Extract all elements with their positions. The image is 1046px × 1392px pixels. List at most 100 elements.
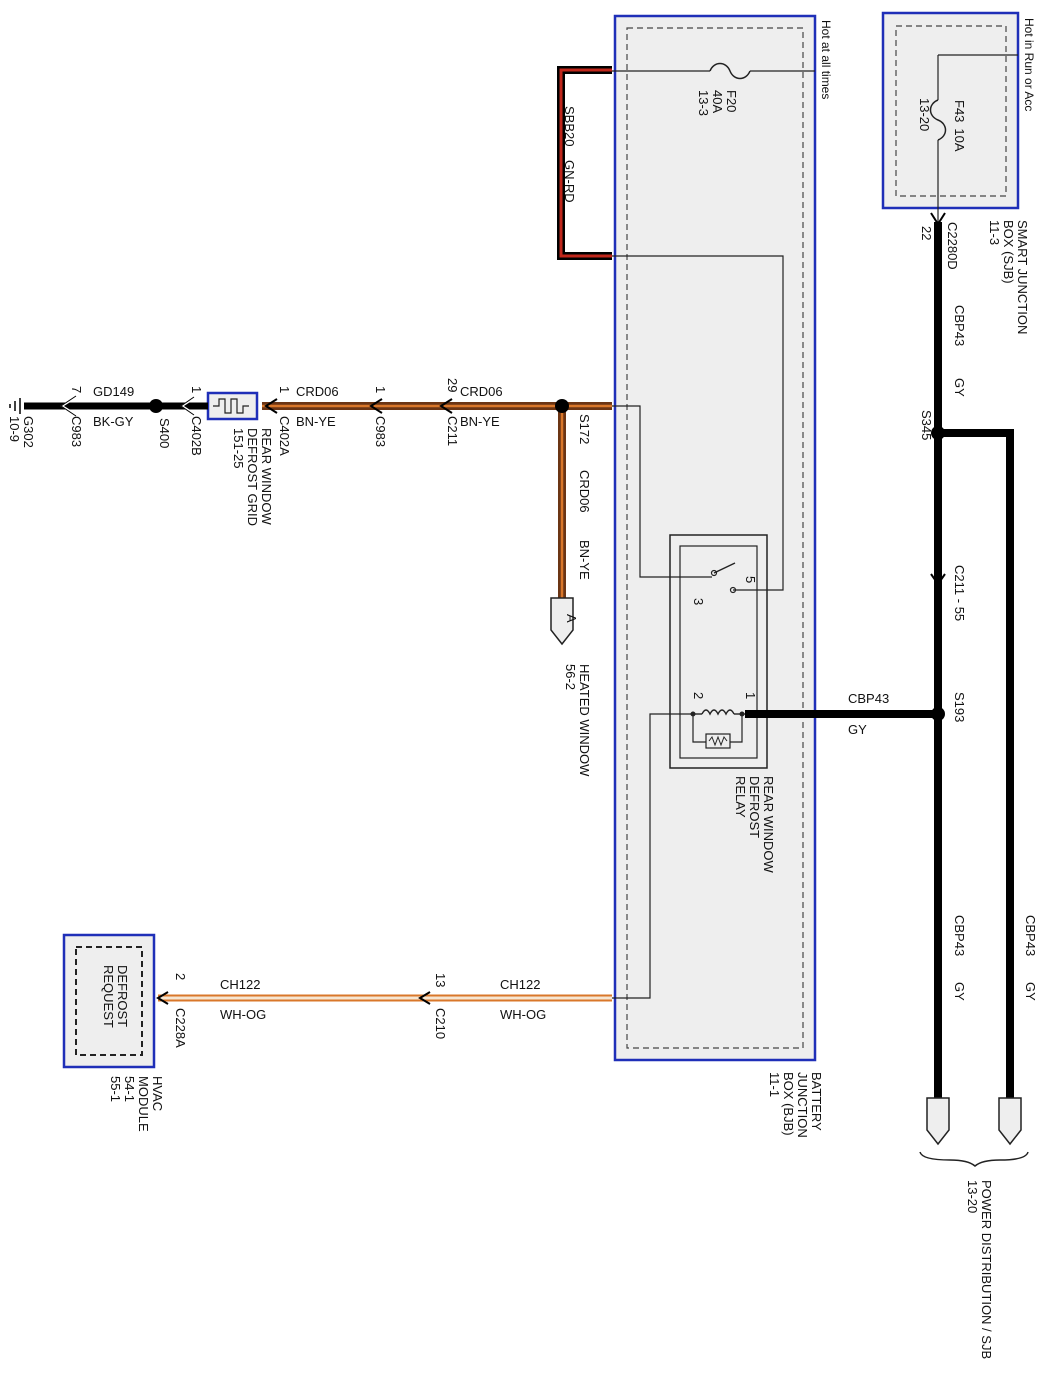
bjb-name-3: BOX (BJB) <box>781 1072 796 1136</box>
relay-feed-line <box>612 255 784 591</box>
smart-junction-box <box>881 11 1020 210</box>
ground-symbol <box>9 398 21 414</box>
g302-page: 10-9 <box>7 416 22 442</box>
f43-page: 13-20 <box>917 98 932 131</box>
splice-s345 <box>931 426 945 440</box>
defrost-grid <box>206 391 259 421</box>
c983-7-label: C983 <box>69 416 84 447</box>
heated-window-connector <box>550 597 574 646</box>
cbp43-top-color: GY <box>952 378 967 397</box>
heated-window-page: 56-2 <box>563 664 578 690</box>
connector-c2280d <box>930 212 946 226</box>
relay-pin-5: 5 <box>743 576 758 583</box>
connector-c983-7-outline <box>60 395 77 417</box>
f43-label: F4310A <box>952 100 967 152</box>
relay-name-1: REAR WINDOW <box>761 776 776 874</box>
c211-29-label: C211 <box>445 416 460 446</box>
relay-pin-1: 1 <box>743 692 758 699</box>
crd06-c983-circuit: CRD06 <box>296 384 339 399</box>
f20-name: F20 <box>724 90 739 112</box>
cbp43-s193-circuit: CBP43 <box>848 691 889 706</box>
fuse-f20 <box>612 62 815 80</box>
gd149-color: BK-GY <box>93 414 134 429</box>
sjb-name-2: BOX (SJB) <box>1001 220 1016 284</box>
crd06-c211-circuit: CRD06 <box>460 384 503 399</box>
f20-rating: 40A <box>710 90 725 113</box>
s400-label: S400 <box>157 418 172 448</box>
connector-c983-1 <box>369 398 383 414</box>
c402b-pin: 1 <box>189 386 204 393</box>
connector-c211-29 <box>439 398 453 414</box>
relay-housing <box>669 534 768 769</box>
hvac-name-2: MODULE <box>136 1076 151 1132</box>
crd06-c211-color: BN-YE <box>460 414 500 429</box>
c2280d-label: C2280D <box>945 222 960 270</box>
c228a-pin: 2 <box>173 973 188 980</box>
connector-c402a <box>264 398 278 414</box>
ch122-right-circuit: CH122 <box>500 977 540 992</box>
battery-junction-box <box>613 14 817 1062</box>
relay-switch <box>710 562 737 594</box>
ch122-left-color: WH-OG <box>220 1007 266 1022</box>
ch122-left-circuit: CH122 <box>220 977 260 992</box>
relay-pin-3: 3 <box>691 598 706 605</box>
c402a-pin: 1 <box>277 386 292 393</box>
ch122-right-color: WH-OG <box>500 1007 546 1022</box>
relay-pin-2: 2 <box>691 692 706 699</box>
fuse-f43 <box>929 54 1018 222</box>
grid-page: 151-25 <box>231 428 246 468</box>
c402b-label: C402B <box>189 416 204 456</box>
horizontal-labels: CRD06 BN-YE CRD06 BN-YE GD149 BK-GY CBP4… <box>93 384 889 1022</box>
s345-label: S345 <box>919 410 934 440</box>
gd149-circuit: GD149 <box>93 384 134 399</box>
c983-7-pin: 7 <box>69 386 84 393</box>
c983-1-label: C983 <box>373 416 388 447</box>
sbb20-color: GN-RD <box>562 160 577 203</box>
s172-label: S172 <box>577 414 592 444</box>
f20-page: 13-3 <box>696 90 711 116</box>
power-distribution-terminals <box>919 1097 1029 1167</box>
crd06-c983-color: BN-YE <box>296 414 336 429</box>
c228a-label: C228A <box>173 1008 188 1048</box>
power-distribution-page: 13-20 <box>965 1180 980 1213</box>
splice-s400 <box>149 399 163 413</box>
c983-1-pin: 1 <box>373 386 388 393</box>
grid-name-2: DEFROST GRID <box>245 428 260 526</box>
hvac-page-2: 55-1 <box>108 1076 123 1102</box>
hot-run-acc-label: Hot in Run or Acc <box>1022 18 1036 111</box>
connector-c228a <box>156 991 169 1005</box>
cbp43-right-circuit: CBP43 <box>1023 915 1038 956</box>
hvac-page-1: 54-1 <box>122 1076 137 1102</box>
vertical-labels: Hot at all times Hot in Run or Acc F20 4… <box>7 18 1038 1359</box>
c210-label: C210 <box>433 1008 448 1039</box>
connector-c402b <box>180 398 194 414</box>
sjb-page: 11-3 <box>987 220 1002 245</box>
relay-coil <box>690 709 745 749</box>
splice-s193 <box>931 707 945 721</box>
bjb-page: 11-1 <box>767 1072 782 1097</box>
crd06-vertical-color: BN-YE <box>577 540 592 580</box>
connector-c211-55 <box>930 573 946 586</box>
sbb20-wire <box>557 66 612 260</box>
hot-all-times-label: Hot at all times <box>819 20 833 99</box>
sbb20-circuit: SBB20 <box>562 106 577 146</box>
c211-55-label: C211 - 55 <box>952 565 967 621</box>
hvac-name-1: HVAC <box>150 1076 165 1111</box>
hvac-function-2: REQUEST <box>101 965 116 1028</box>
relay-name-2: DEFROST <box>747 776 762 838</box>
relay-output-line <box>612 405 712 578</box>
cbp43-top-circuit: CBP43 <box>952 305 967 346</box>
cbp43-s193-color: GY <box>848 722 867 737</box>
relay-coil-ground-line <box>612 713 690 999</box>
c402a-label: C402A <box>277 416 292 456</box>
crd06-wires <box>262 402 612 598</box>
splice-s172 <box>555 399 569 413</box>
hvac-function-1: DEFROST <box>115 965 130 1027</box>
connector-c402b-outline <box>180 396 195 416</box>
heated-window-name: HEATED WINDOW <box>577 664 592 777</box>
bjb-name-2: JUNCTION <box>795 1072 810 1138</box>
relay-name-3: RELAY <box>733 776 748 818</box>
sjb-name-1: SMART JUNCTION <box>1015 220 1030 334</box>
s193-label: S193 <box>952 692 967 722</box>
